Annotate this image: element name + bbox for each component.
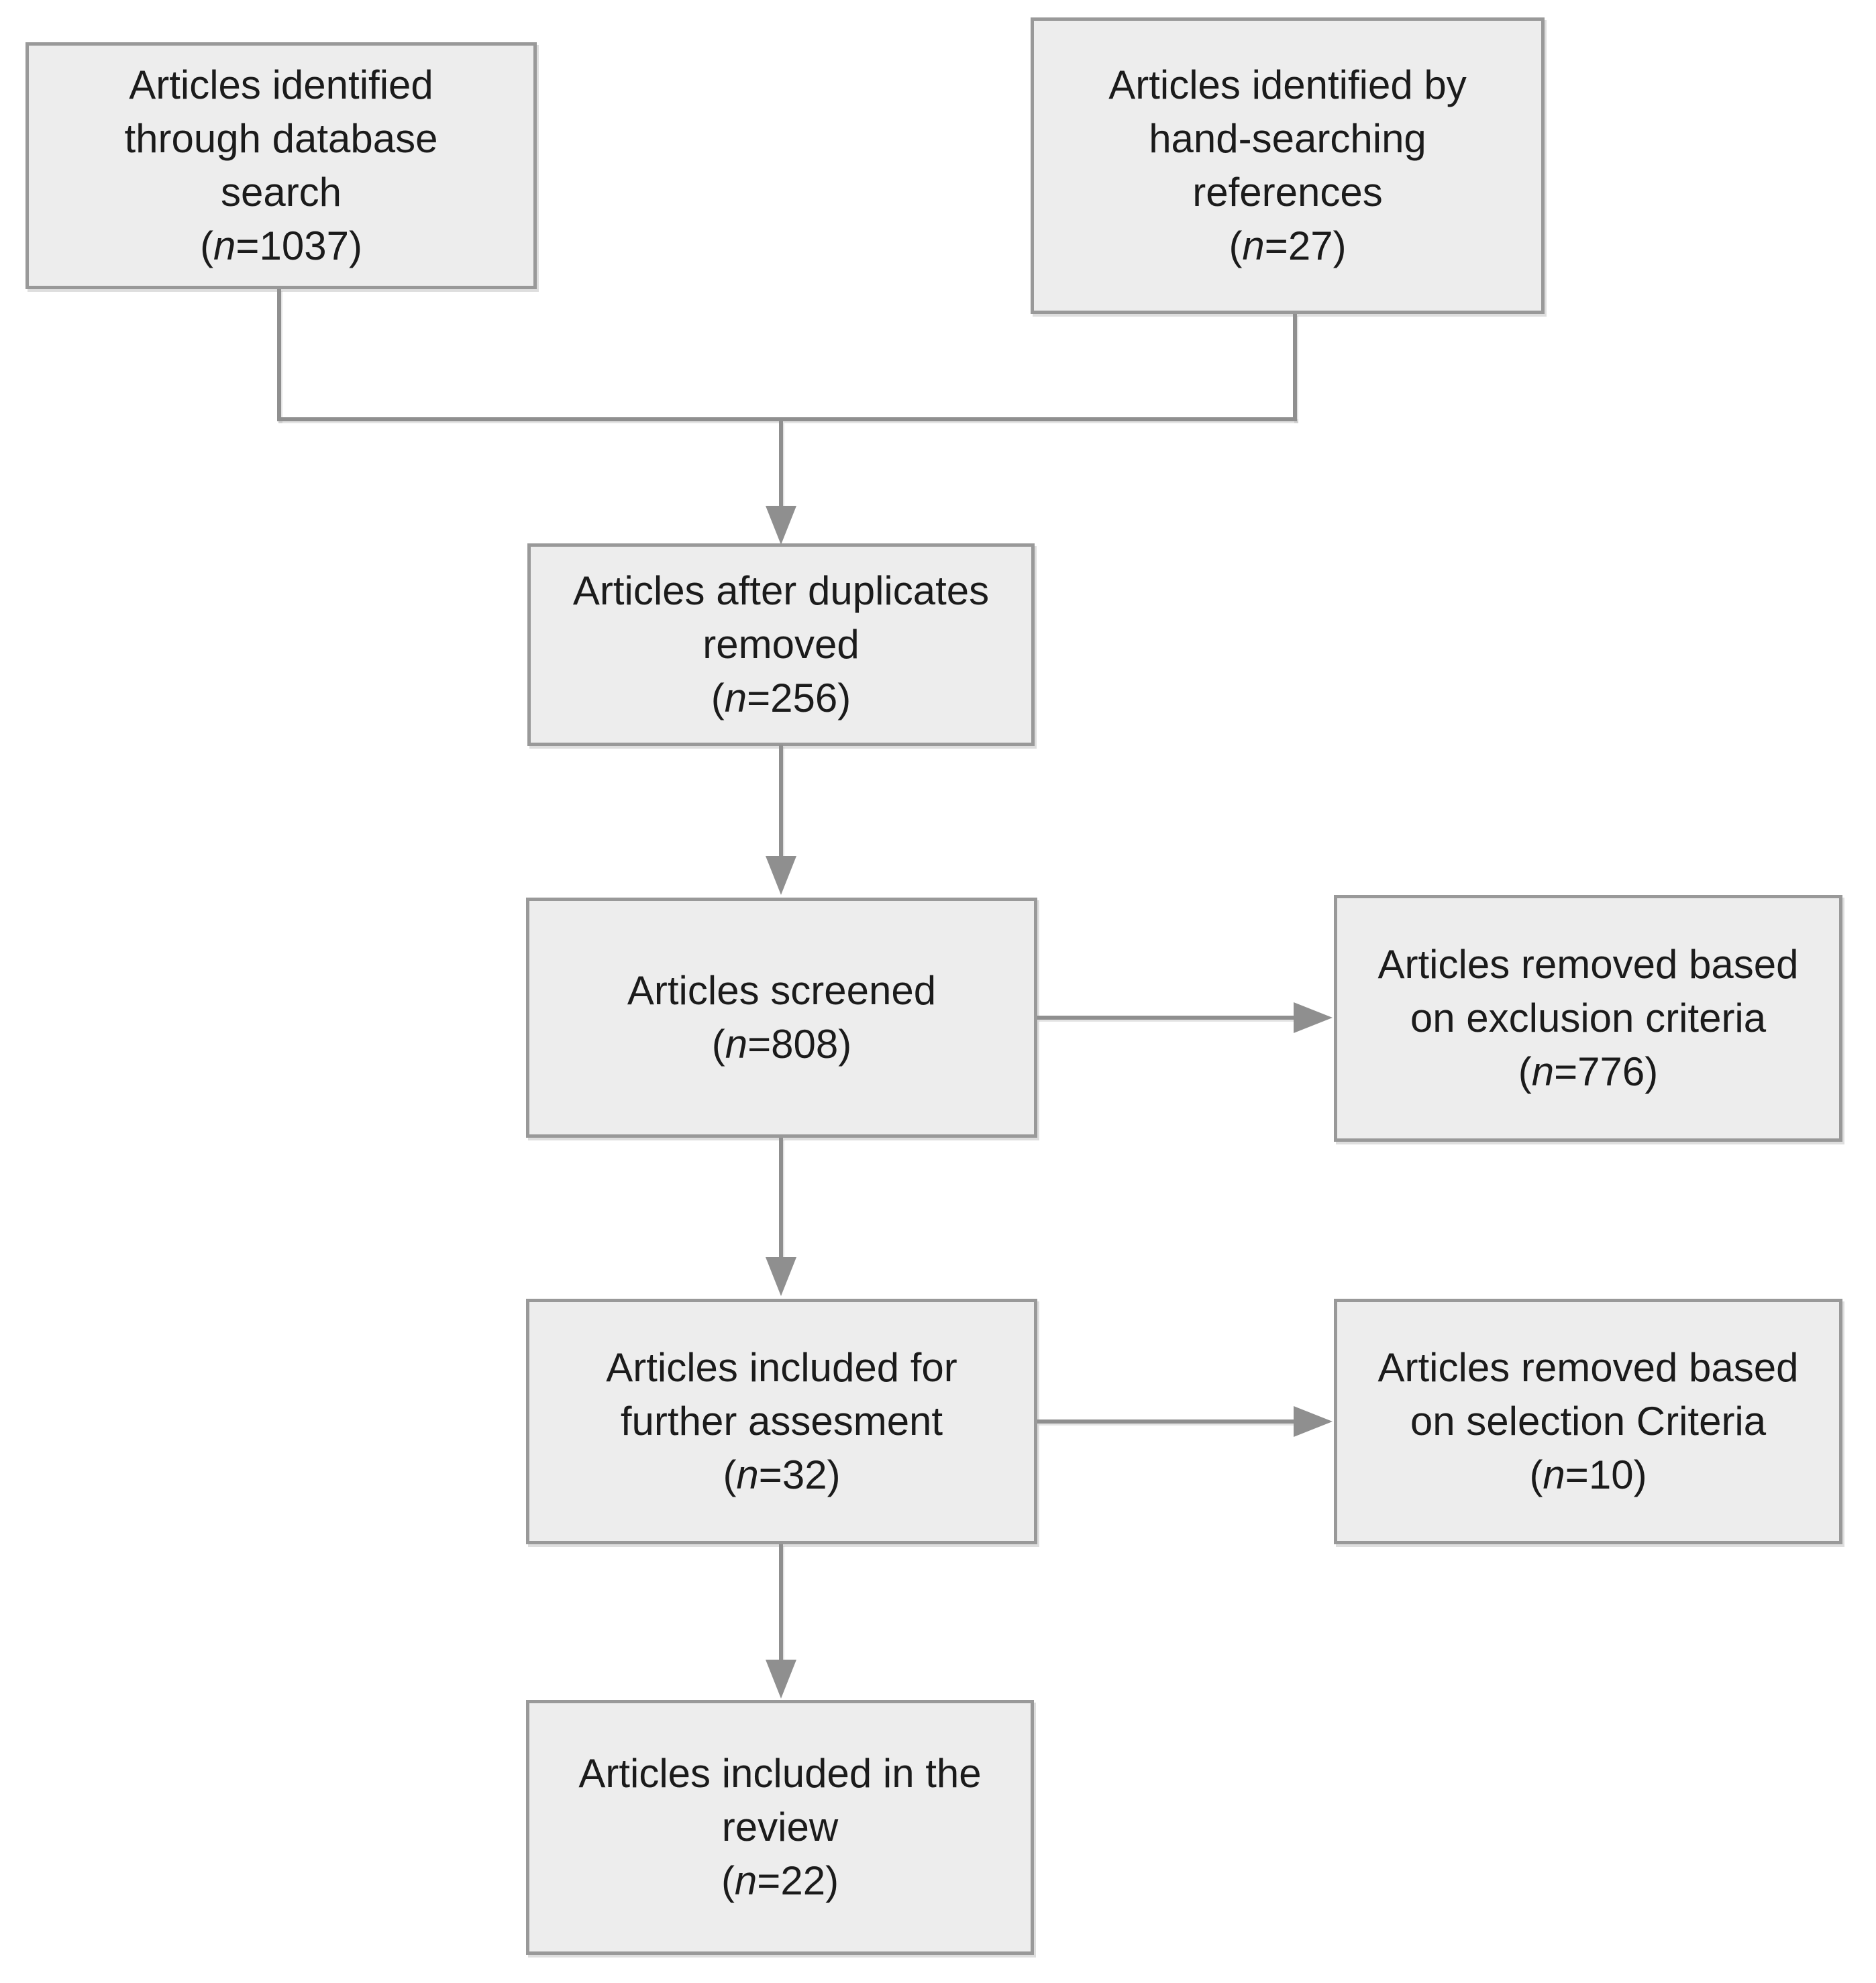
box-count: (n=808)	[711, 1022, 852, 1067]
box-text-line: through database	[124, 116, 438, 161]
box-count: (n=10)	[1529, 1452, 1647, 1497]
box-text-line: hand-searching	[1149, 116, 1426, 161]
box-text-line: removed	[702, 622, 859, 667]
connector-down-shaft-2	[779, 1138, 783, 1258]
arrowhead-right	[1294, 1406, 1333, 1437]
arrowhead-down	[766, 506, 796, 545]
box-text-line: search	[220, 170, 342, 215]
box-text-line: Articles included in the	[578, 1751, 982, 1796]
box-text-line: on exclusion criteria	[1410, 996, 1767, 1040]
connector-down-shaft-3	[779, 1544, 783, 1661]
box-articles-identified-database: Articles identified through database sea…	[25, 42, 537, 289]
box-text-line: Articles after duplicates	[572, 568, 990, 613]
connector-right-shaft-2	[1037, 1419, 1294, 1424]
arrowhead-right	[1294, 1002, 1333, 1033]
box-count: (n=32)	[723, 1452, 841, 1497]
connector-right-vertical	[1293, 314, 1297, 421]
box-count: (n=27)	[1229, 223, 1347, 268]
box-text-line: Articles included for	[606, 1345, 957, 1390]
box-text-line: further assesment	[620, 1399, 943, 1444]
box-count: (n=1037)	[200, 223, 362, 268]
connector-merge-down-shaft	[779, 421, 783, 507]
box-count: (n=22)	[721, 1858, 839, 1903]
arrowhead-down	[766, 1257, 796, 1296]
box-count: (n=776)	[1518, 1049, 1659, 1094]
box-articles-after-duplicates-removed: Articles after duplicates removed (n=256…	[527, 543, 1035, 746]
box-count: (n=256)	[711, 676, 851, 720]
box-articles-removed-exclusion-criteria: Articles removed based on exclusion crit…	[1334, 895, 1842, 1142]
connector-down-shaft-1	[779, 745, 783, 857]
box-text-line: on selection Criteria	[1410, 1399, 1767, 1444]
box-articles-removed-selection-criteria: Articles removed based on selection Crit…	[1334, 1299, 1842, 1544]
arrowhead-down	[766, 856, 796, 895]
connector-merge-horizontal	[277, 417, 1297, 421]
connector-right-shaft-1	[1037, 1016, 1294, 1020]
arrowhead-down	[766, 1660, 796, 1699]
box-text-line: Articles removed based	[1377, 1345, 1799, 1390]
box-text-line: Articles identified	[129, 62, 433, 107]
box-articles-included-further-assesment: Articles included for further assesment …	[526, 1299, 1037, 1544]
box-articles-screened: Articles screened (n=808)	[526, 898, 1037, 1138]
box-articles-identified-handsearching: Articles identified by hand-searching re…	[1031, 17, 1545, 314]
box-articles-included-review: Articles included in the review (n=22)	[526, 1700, 1034, 1955]
box-text-line: Articles identified by	[1108, 62, 1467, 107]
box-text-line: review	[721, 1805, 839, 1850]
box-text-line: Articles screened	[627, 968, 937, 1013]
box-text-line: references	[1192, 170, 1383, 215]
box-text-line: Articles removed based	[1377, 942, 1799, 987]
connector-left-vertical	[277, 289, 281, 421]
